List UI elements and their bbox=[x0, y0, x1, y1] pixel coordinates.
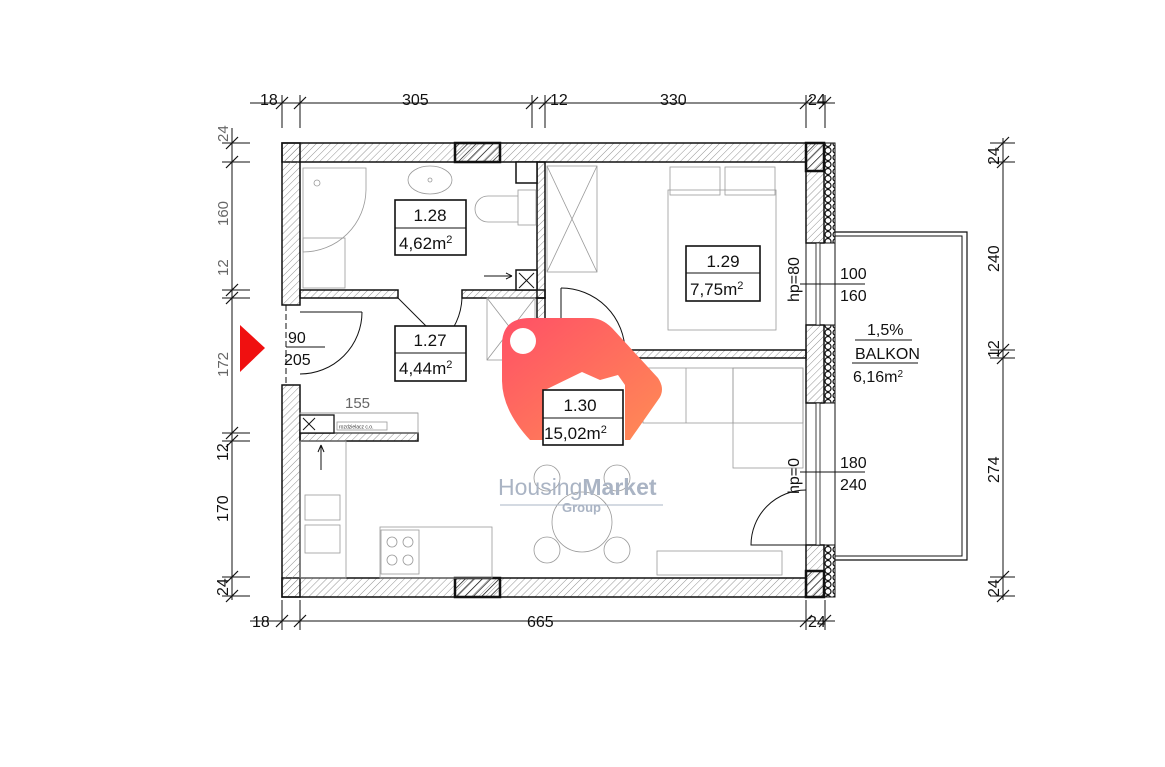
room-1-29: 1.29 7,75m2 bbox=[685, 245, 761, 302]
balcony-area: 6,16m2 bbox=[853, 369, 903, 386]
room-area: 4,62m2 bbox=[399, 234, 452, 253]
dim-right-4: 24 bbox=[986, 579, 1003, 597]
dim-right-3: 274 bbox=[986, 456, 1003, 483]
dim-left-0: 24 bbox=[215, 125, 232, 142]
dim-top-1: 305 bbox=[402, 92, 429, 109]
logo-brand: HousingMarket bbox=[498, 474, 657, 500]
room-1-27: 1.27 4,44m2 bbox=[394, 325, 467, 382]
dim-bottom-0: 18 bbox=[252, 614, 270, 631]
dimension-labels-bottom: 18 665 24 bbox=[252, 614, 826, 631]
window-2-height: 240 bbox=[840, 477, 867, 494]
dim-bottom-1: 665 bbox=[527, 614, 554, 631]
balcony-label: BALKON bbox=[855, 346, 920, 363]
dim-top-2: 12 bbox=[550, 92, 568, 109]
room-1-30: 1.30 15,02m2 bbox=[542, 389, 624, 446]
room-number: 1.29 bbox=[706, 252, 739, 271]
windows: 100 160 hp=80 180 240 hp=0 bbox=[750, 242, 867, 546]
window-1-sill: hp=80 bbox=[786, 257, 803, 302]
dimension-lines bbox=[222, 95, 1015, 630]
room-number: 1.27 bbox=[413, 331, 446, 350]
room-number: 1.28 bbox=[413, 206, 446, 225]
logo-sub: Group bbox=[562, 500, 601, 515]
balcony: 1,5% BALKON 6,16m2 bbox=[835, 231, 968, 561]
window-1-height: 160 bbox=[840, 288, 867, 305]
window-2-width: 180 bbox=[840, 455, 867, 472]
manifold-label: rozdzielacz c.o. bbox=[339, 425, 373, 431]
dim-right-1: 240 bbox=[986, 245, 1003, 272]
dim-top-4: 24 bbox=[808, 92, 826, 109]
dim-left-2: 12 bbox=[215, 259, 232, 276]
dim-top-0: 18 bbox=[260, 92, 278, 109]
entrance-marker-icon bbox=[240, 325, 265, 372]
dimension-labels-right: 24 240 12 274 24 bbox=[986, 147, 1003, 597]
dim-bottom-2: 24 bbox=[808, 614, 826, 631]
entrance-height: 205 bbox=[284, 352, 311, 369]
room-area: 4,44m2 bbox=[399, 359, 452, 378]
dim-left-1: 160 bbox=[215, 201, 232, 226]
entrance-width: 90 bbox=[288, 330, 306, 347]
dimension-labels-top: 18 305 12 330 24 bbox=[260, 92, 826, 109]
outer-walls bbox=[281, 141, 836, 599]
window-2-sill: hp=0 bbox=[786, 458, 803, 494]
dim-left-4: 12 bbox=[215, 443, 232, 461]
room-area: 7,75m2 bbox=[690, 280, 743, 299]
dim-right-0: 24 bbox=[986, 147, 1003, 165]
dim-left-5: 170 bbox=[215, 495, 232, 522]
dim-right-2: 12 bbox=[986, 340, 1003, 358]
hallway-width-label: 155 bbox=[345, 395, 370, 412]
dim-top-3: 330 bbox=[660, 92, 687, 109]
room-area: 15,02m2 bbox=[544, 424, 607, 443]
balcony-slope: 1,5% bbox=[867, 322, 903, 339]
room-1-28: 1.28 4,62m2 bbox=[394, 199, 467, 256]
dim-left-6: 24 bbox=[215, 578, 232, 596]
dimension-labels-left: 24 160 12 172 12 170 24 bbox=[215, 125, 232, 596]
window-1-width: 100 bbox=[840, 266, 867, 283]
entrance-door: 90 205 bbox=[240, 305, 363, 385]
dim-left-3: 172 bbox=[215, 352, 232, 377]
room-number: 1.30 bbox=[563, 396, 596, 415]
